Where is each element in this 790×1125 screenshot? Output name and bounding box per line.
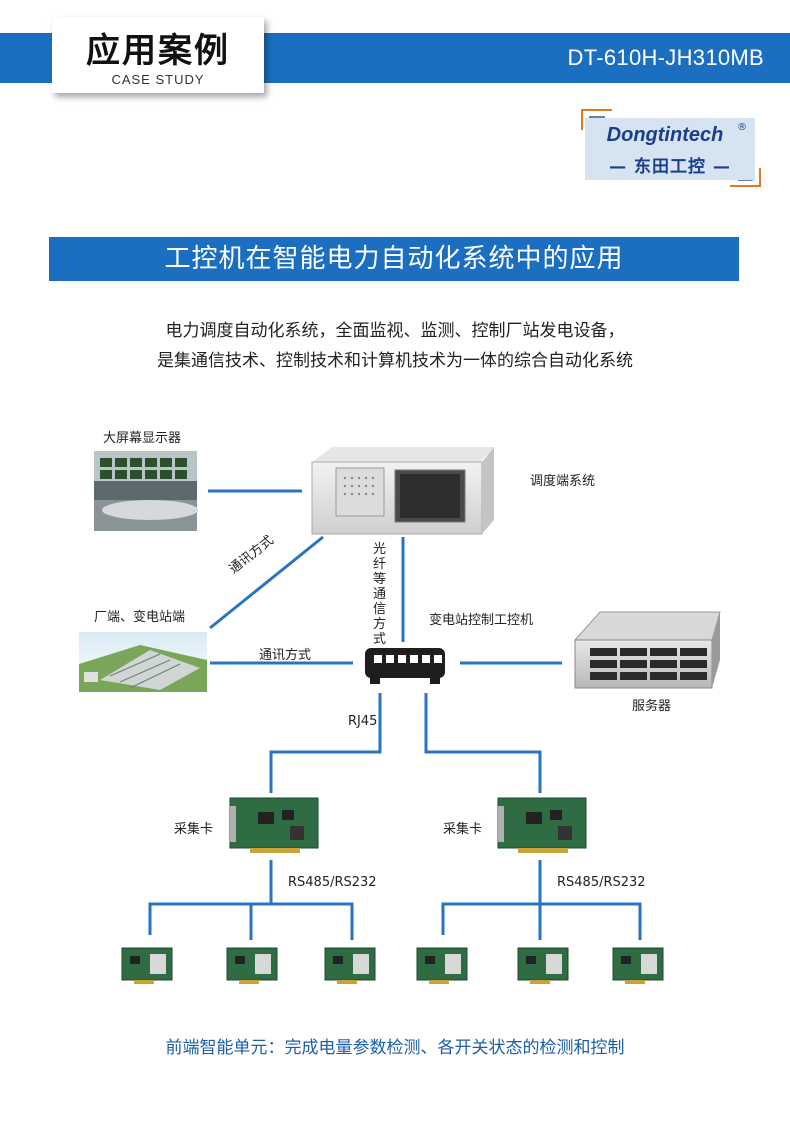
intro-line-1: 电力调度自动化系统，全面监视、监测、控制厂站发电设备， [165,321,625,341]
title-bar: 工控机在智能电力自动化系统中的应用 [49,237,739,281]
big-screen-image [94,451,198,531]
label-rj45: RJ45 [348,714,378,729]
logo-name-cn: — 东田工控 — [609,157,731,177]
label-card-left: 采集卡 [174,822,214,837]
label-rs-left: RS485/RS232 [288,875,377,890]
label-substation-ipc: 变电站控制工控机 [429,613,534,628]
acquisition-card-left-image [229,797,319,853]
front-end-modules [121,947,664,984]
server-image [573,611,721,689]
model-number: DT-610H-JH310MB [567,45,764,70]
front-end-module-6 [612,947,664,984]
label-comm: 通讯方式 [259,648,312,663]
front-end-module-2 [226,947,278,984]
page-title: 工控机在智能电力自动化系统中的应用 [164,244,624,274]
plant-substation-image [79,632,207,692]
company-logo: Dongtintech ® — 东田工控 — [585,118,755,180]
bottom-caption: 前端智能单元：完成电量参数检测、各开关状态的检测和控制 [165,1038,625,1058]
case-title: 应用案例 [86,31,230,71]
front-end-module-1 [121,947,173,984]
label-big-screen: 大屏幕显示器 [103,431,182,446]
label-card-right: 采集卡 [443,822,483,837]
logo-name-en: Dongtintech [606,124,724,146]
industrial-pc-image [311,447,494,535]
label-server: 服务器 [632,699,672,714]
network-switch-image [365,648,445,684]
logo-registered-mark: ® [737,122,747,133]
label-fiber: 光纤等通信方式 [373,542,387,647]
label-plant-substation: 厂端、变电站端 [94,610,186,625]
connector-lines [148,489,642,940]
front-end-module-5 [517,947,569,984]
acquisition-card-right-image [497,797,587,853]
case-subtitle: CASE STUDY [111,72,205,87]
label-rs-right: RS485/RS232 [557,875,646,890]
intro-line-2: 是集通信技术、控制技术和计算机技术为一体的综合自动化系统 [157,351,633,371]
front-end-module-3 [324,947,376,984]
front-end-module-4 [416,947,468,984]
case-study-badge: 应用案例 CASE STUDY [52,17,264,93]
label-dispatch-system: 调度端系统 [530,474,596,489]
